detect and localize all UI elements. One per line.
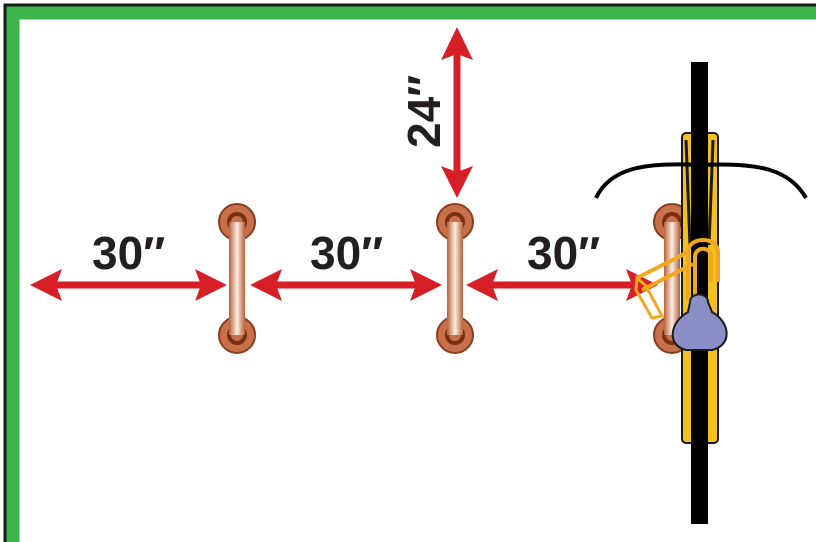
area-border-outline bbox=[3, 3, 816, 542]
label-wall-to-rack: 30″ bbox=[92, 227, 165, 279]
dimension-arrow-top-clearance bbox=[441, 27, 473, 198]
area-border bbox=[6, 6, 816, 542]
bicycle-saddle bbox=[671, 293, 728, 351]
u-lock bbox=[634, 238, 720, 320]
bicycle-handlebar bbox=[594, 162, 808, 200]
bike-rack-1 bbox=[218, 203, 256, 354]
label-top-clearance: 24″ bbox=[398, 75, 450, 148]
label-rack-to-bike: 30″ bbox=[527, 227, 600, 279]
dimension-arrow-wall-to-rack bbox=[30, 269, 227, 301]
bicycle-frame bbox=[691, 62, 708, 524]
dimension-arrow-rack-to-bike bbox=[466, 269, 658, 301]
label-rack-to-rack: 30″ bbox=[310, 227, 383, 279]
bike-rack-2 bbox=[436, 203, 474, 354]
bicycle bbox=[594, 62, 808, 524]
dimension-arrow-rack-to-rack bbox=[250, 269, 442, 301]
